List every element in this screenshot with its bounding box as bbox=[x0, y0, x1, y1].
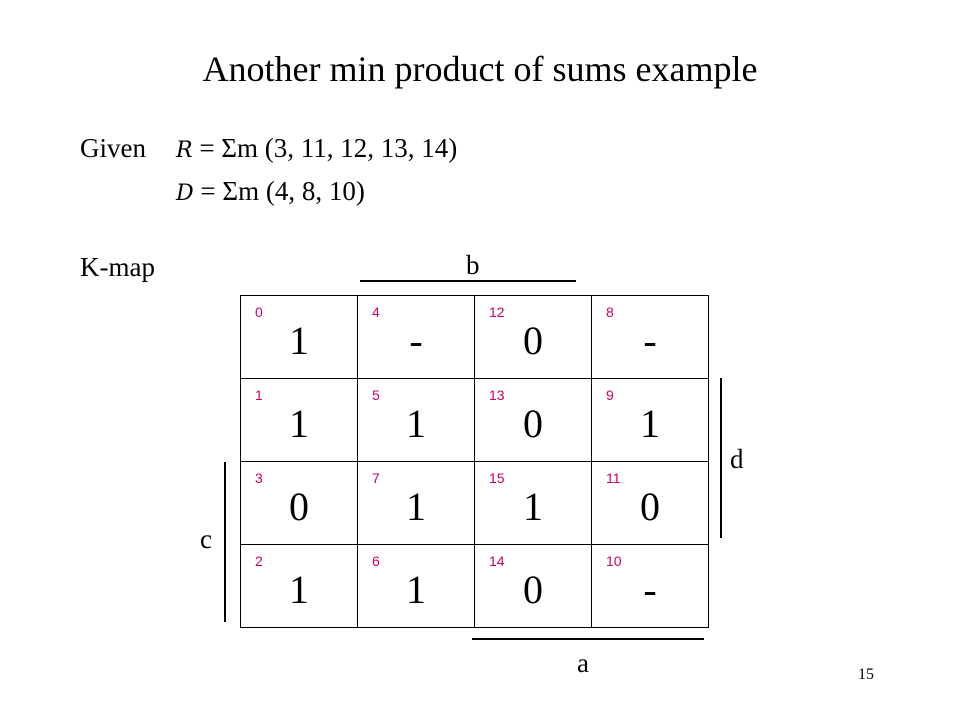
minterm-index: 9 bbox=[606, 387, 614, 403]
cell-value: - bbox=[643, 567, 657, 612]
given-expr-2: = Σm (4, 8, 10) bbox=[193, 176, 365, 206]
cell-value: 0 bbox=[289, 484, 309, 529]
axis-label-a: a bbox=[577, 648, 589, 678]
minterm-index: 1 bbox=[255, 387, 263, 403]
variable-r: R bbox=[176, 138, 193, 163]
minterm-index: 5 bbox=[372, 387, 380, 403]
slide-number: 15 bbox=[858, 666, 874, 683]
minterm-index: 12 bbox=[489, 304, 505, 320]
cell-value: - bbox=[643, 318, 657, 363]
given-label: Given bbox=[80, 133, 146, 163]
kmap-cell: 10 - bbox=[591, 544, 709, 628]
minterm-index: 7 bbox=[372, 470, 380, 486]
variable-d: D bbox=[176, 181, 194, 206]
minterm-index: 4 bbox=[372, 304, 380, 320]
cell-value: 1 bbox=[406, 401, 426, 446]
given-expr-1: = Σm (3, 11, 12, 13, 14) bbox=[192, 133, 458, 163]
cell-value: 1 bbox=[406, 567, 426, 612]
minterm-index: 11 bbox=[606, 470, 621, 486]
minterm-index: 6 bbox=[372, 553, 380, 569]
cell-value: 1 bbox=[289, 318, 309, 363]
cell-value: 0 bbox=[523, 401, 543, 446]
cell-value: 0 bbox=[640, 484, 660, 529]
minterm-index: 15 bbox=[489, 470, 505, 486]
cell-value: 1 bbox=[289, 401, 309, 446]
cell-value: 1 bbox=[640, 401, 660, 446]
minterm-index: 10 bbox=[606, 553, 622, 569]
kmap-cell: 14 0 bbox=[474, 544, 592, 628]
axis-bar-b bbox=[360, 280, 576, 282]
minterm-index: 0 bbox=[255, 304, 263, 320]
axis-bar-c bbox=[224, 462, 226, 622]
cell-value: 1 bbox=[523, 484, 543, 529]
kmap-cell: 12 0 bbox=[474, 295, 592, 379]
cell-value: 1 bbox=[406, 484, 426, 529]
kmap-cell: 15 1 bbox=[474, 461, 592, 545]
cell-value: - bbox=[409, 318, 423, 363]
kmap-cell: 11 0 bbox=[591, 461, 709, 545]
axis-label-c: c bbox=[200, 524, 212, 554]
minterm-index: 14 bbox=[489, 553, 505, 569]
minterm-index: 2 bbox=[255, 553, 263, 569]
minterm-index: 8 bbox=[606, 304, 614, 320]
cell-value: 0 bbox=[523, 318, 543, 363]
kmap-cell: 4- bbox=[357, 295, 475, 379]
cell-value: 0 bbox=[523, 567, 543, 612]
kmap-cell: 8- bbox=[591, 295, 709, 379]
axis-bar-a bbox=[472, 638, 704, 640]
minterm-index: 13 bbox=[489, 387, 505, 403]
given-line-1: R = Σm (3, 11, 12, 13, 14) bbox=[176, 133, 457, 164]
cell-value: 1 bbox=[289, 567, 309, 612]
kmap-label: K-map bbox=[80, 252, 155, 282]
axis-label-d: d bbox=[730, 444, 744, 474]
slide-title: Another min product of sums example bbox=[202, 49, 758, 89]
axis-bar-d bbox=[720, 378, 722, 538]
kmap-cell: 13 0 bbox=[474, 378, 592, 462]
given-line-2: D = Σm (4, 8, 10) bbox=[176, 176, 365, 207]
minterm-index: 3 bbox=[255, 470, 263, 486]
axis-label-b: b bbox=[466, 250, 480, 280]
